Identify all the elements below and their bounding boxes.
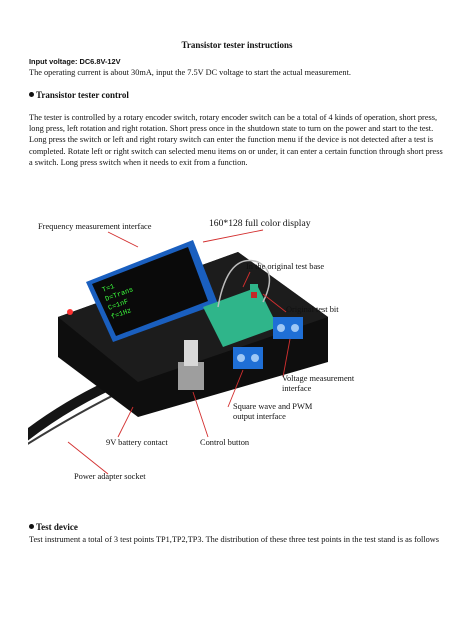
label-battery-contact: 9V battery contact [106, 438, 168, 447]
display-screen [92, 247, 208, 336]
terminal-screw-icon [251, 354, 259, 362]
power-led-icon [67, 309, 73, 315]
zif-lever [250, 284, 258, 314]
section-heading-control-text: Transistor tester control [36, 90, 129, 100]
section-heading-test-device-text: Test device [36, 522, 78, 532]
product-figure: T=1 D=Trans C=1nF f=1Hz [13, 212, 448, 492]
zif-socket [203, 287, 278, 347]
terminal-screw-icon [277, 324, 285, 332]
terminal-screw-icon [291, 324, 299, 332]
test-bit-red [251, 292, 257, 298]
label-voltage-interface: Voltage measurement [282, 374, 355, 383]
section-heading-test-device: Test device [29, 522, 78, 532]
callout-lines [67, 229, 291, 475]
pwm-terminal-block [233, 347, 263, 369]
intro-paragraph: The operating current is about 30mA, inp… [29, 68, 351, 77]
label-control-button: Control button [200, 438, 250, 447]
label-square-wave: Square wave and PWM [233, 402, 313, 411]
bullet-icon [29, 524, 34, 529]
test-device-paragraph: Test instrument a total of 3 test points… [29, 535, 440, 544]
encoder-body [178, 362, 204, 390]
voltage-terminal-block [273, 317, 303, 339]
document-title: Transistor tester instructions [181, 40, 293, 50]
pcb-top [58, 252, 328, 382]
screen-line-1: T=1 [101, 283, 116, 295]
label-power-adapter: Power adapter socket [74, 472, 146, 481]
label-test-base: In the original test base [246, 262, 325, 271]
tester-illustration: T=1 D=Trans C=1nF f=1Hz [13, 229, 328, 475]
terminal-screw-icon [237, 354, 245, 362]
test-wire [217, 259, 271, 308]
label-square-wave-2: output interface [233, 412, 286, 421]
label-voltage-interface-2: interface [282, 384, 312, 393]
label-frequency-interface: Frequency measurement interface [38, 222, 152, 231]
input-voltage-label: Input voltage: DC6.8V-12V [29, 57, 121, 66]
label-test-bit: Original test bit [286, 305, 339, 314]
section-heading-control: Transistor tester control [29, 90, 129, 100]
control-paragraph: The tester is controlled by a rotary enc… [29, 113, 443, 167]
bullet-icon [29, 92, 34, 97]
label-display: 160*128 full color display [209, 218, 311, 229]
encoder-knob [184, 340, 198, 366]
